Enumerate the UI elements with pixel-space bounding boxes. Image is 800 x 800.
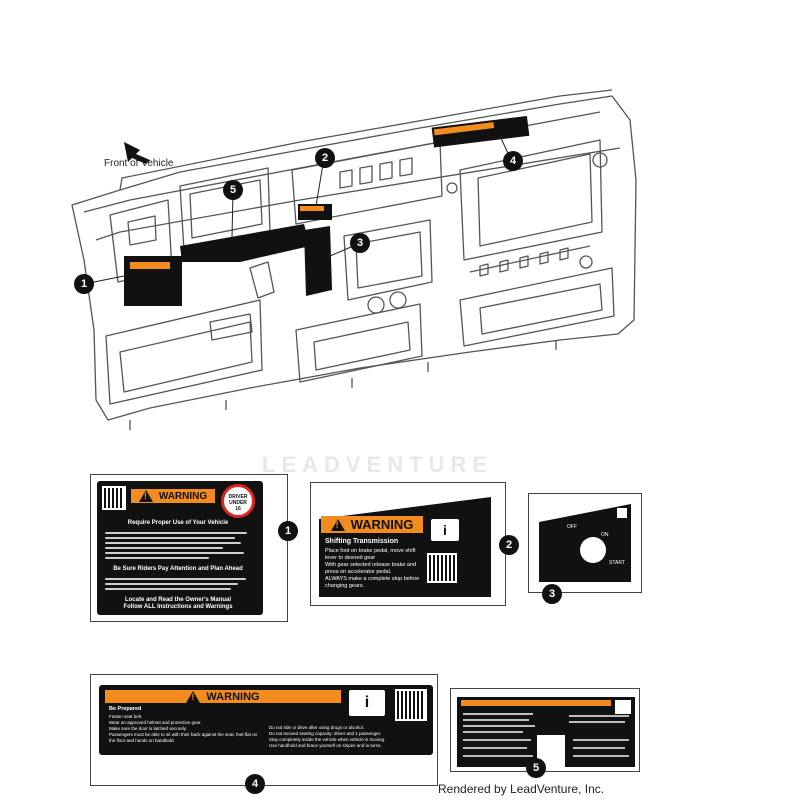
- callout-3-top: 3: [350, 233, 370, 253]
- qr-code: [102, 486, 126, 510]
- label-1-heading-1: Require Proper Use of Your Vehicle: [127, 520, 229, 526]
- manual-book-icon: i: [349, 690, 385, 716]
- dashboard-illustration: [71, 89, 637, 430]
- svg-text:3: 3: [357, 237, 363, 249]
- label-4-item: Wear an approved helmet and protective g…: [109, 720, 202, 725]
- label-1-footer-2: Follow ALL Instructions and Warnings: [123, 604, 233, 610]
- label-4-item: Passengers must be able to sit with thei…: [109, 732, 258, 743]
- warning-banner: WARNING: [105, 690, 341, 703]
- ignition-start-label: START: [609, 560, 625, 566]
- callout-1-detail: 1: [278, 521, 298, 541]
- callout-1-top: 1: [74, 274, 94, 294]
- callout-4-top: 4: [503, 151, 523, 171]
- label-4-item: Use handhold and brace yourself on slope…: [269, 743, 382, 748]
- callout-5-top: 5: [223, 180, 243, 200]
- label-4-heading: Be Prepared: [109, 706, 142, 712]
- svg-text:5: 5: [533, 762, 539, 774]
- callout-4-detail: 4: [245, 774, 265, 794]
- label-2-heading: Shifting Transmission: [325, 538, 399, 545]
- front-arrow-icon: [124, 142, 150, 164]
- svg-text:3: 3: [549, 588, 555, 600]
- manual-book-icon: i: [431, 519, 459, 541]
- detail-box-3: OFF ON START: [528, 493, 642, 593]
- label-2-item: Place foot on brake pedal, move shift le…: [325, 548, 416, 561]
- front-of-vehicle-label: Front of Vehicle: [104, 158, 174, 169]
- detail-box-2: WARNING i Shifting Transmission Place fo…: [310, 482, 506, 606]
- warning-banner: WARNING: [321, 516, 423, 533]
- svg-text:4: 4: [252, 778, 259, 790]
- label-1-footer-1: Locate and Read the Owner's Manual: [124, 597, 232, 603]
- warning-label-4: WARNING i Be Prepared Fasten seat belt. …: [99, 685, 433, 755]
- svg-text:4: 4: [510, 155, 517, 167]
- decal-5-installed: [180, 224, 310, 262]
- svg-text:2: 2: [506, 539, 512, 551]
- credit-text: Rendered by LeadVenture, Inc.: [438, 782, 605, 796]
- svg-text:1: 1: [81, 278, 87, 290]
- label-4-item: Do not ride or drive after using drugs o…: [269, 725, 365, 730]
- svg-text:2: 2: [322, 152, 328, 164]
- label-1-heading-2: Be Sure Riders Pay Attention and Plan Ah…: [113, 566, 243, 572]
- watermark: LEADVENTURE: [262, 452, 494, 477]
- label-4-item: Do not exceed seating capacity: driver a…: [269, 731, 382, 736]
- warning-triangle-icon: [138, 490, 153, 502]
- decal-3-installed: [304, 226, 332, 296]
- warning-banner: WARNING: [131, 489, 215, 503]
- warning-triangle-icon: [186, 690, 201, 703]
- ignition-off-label: OFF: [567, 524, 577, 530]
- callout-5-detail: 5: [526, 758, 546, 778]
- label-4-item: Stay completely inside the vehicle when …: [269, 737, 386, 742]
- decal-4-installed: [431, 115, 530, 148]
- ignition-on-label: ON: [601, 532, 609, 538]
- label-4-item: Make sure the door is latched securely.: [109, 726, 187, 731]
- callout-2-detail: 2: [499, 535, 519, 555]
- qr-code: [427, 553, 457, 583]
- svg-text:5: 5: [230, 184, 236, 196]
- callout-2-top: 2: [315, 148, 335, 168]
- detail-box-4: WARNING i Be Prepared Fasten seat belt. …: [90, 674, 438, 786]
- detail-box-5: [450, 688, 640, 772]
- label-2-item: ALWAYS make a complete stop before chang…: [325, 576, 420, 589]
- decal-2-installed: [298, 204, 332, 220]
- callout-3-detail: 3: [542, 584, 562, 604]
- label-4-item: Fasten seat belt.: [109, 714, 143, 719]
- svg-text:1: 1: [285, 525, 291, 537]
- warning-triangle-icon: [330, 518, 345, 531]
- label-2-item: With gear selected release brake and pre…: [325, 562, 417, 575]
- qr-code: [395, 689, 427, 721]
